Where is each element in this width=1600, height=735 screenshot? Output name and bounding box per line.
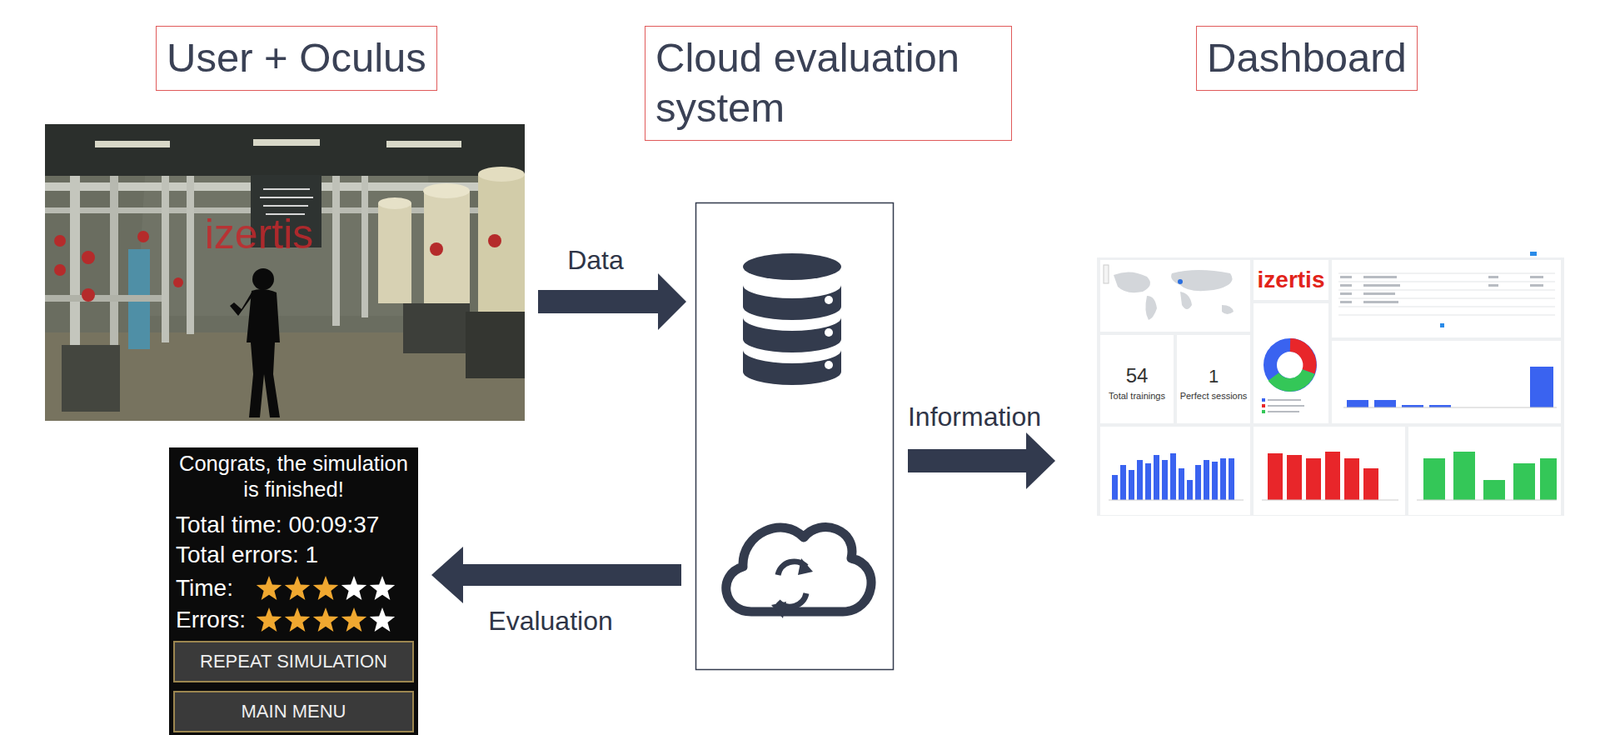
kpi-value: 1 [1208, 365, 1219, 388]
column-heading: User + Oculus [155, 25, 438, 91]
arrow-label: Information [907, 401, 1042, 433]
result-text: Time: [175, 573, 234, 603]
heading-text: User + Oculus [166, 33, 427, 84]
rating-stars [254, 605, 405, 634]
star [313, 607, 339, 632]
kpi-caption: Total trainings [1108, 390, 1166, 401]
menu-button: MAIN MENU [173, 690, 414, 733]
star [284, 575, 310, 600]
kpi-caption: Perfect sessions [1180, 390, 1248, 401]
cloud-system-frame [696, 203, 894, 670]
result-text: Congrats, the simulation is finished! [172, 450, 415, 502]
arrow-label: Data [567, 244, 624, 276]
button-label: MAIN MENU [241, 700, 347, 723]
star [313, 575, 339, 600]
star [369, 575, 395, 600]
star [284, 607, 310, 632]
result-text: Total errors: 1 [175, 540, 319, 569]
heading-text: Dashboard [1206, 33, 1407, 84]
star [369, 607, 395, 632]
flow-arrow [431, 273, 1056, 604]
column-heading: Dashboard [1196, 25, 1418, 91]
result-text: Total time: 00:09:37 [175, 510, 379, 539]
kpi-value: 54 [1126, 363, 1149, 388]
arrow-label: Evaluation [488, 605, 613, 637]
person-silhouette [229, 268, 280, 418]
vr-scene [44, 124, 525, 421]
result-text: Errors: [175, 605, 246, 634]
star [256, 575, 282, 600]
results-panel: Congrats, the simulation is finished! Tot… [169, 447, 419, 735]
star [341, 575, 367, 600]
star [256, 607, 282, 632]
rating-stars [254, 573, 405, 603]
star [341, 607, 367, 632]
button-label: REPEAT SIMULATION [199, 650, 388, 673]
menu-button: REPEAT SIMULATION [173, 640, 414, 683]
logo-watermark: izertis [204, 209, 315, 259]
logo-text: izertis [1257, 266, 1326, 294]
database-icon [742, 253, 842, 385]
column-heading: Cloud evaluation system [644, 25, 1012, 141]
heading-text: Cloud evaluation system [655, 33, 1002, 134]
dashboard-screenshot [1096, 249, 1565, 516]
cloud-sync-icon [726, 527, 872, 612]
